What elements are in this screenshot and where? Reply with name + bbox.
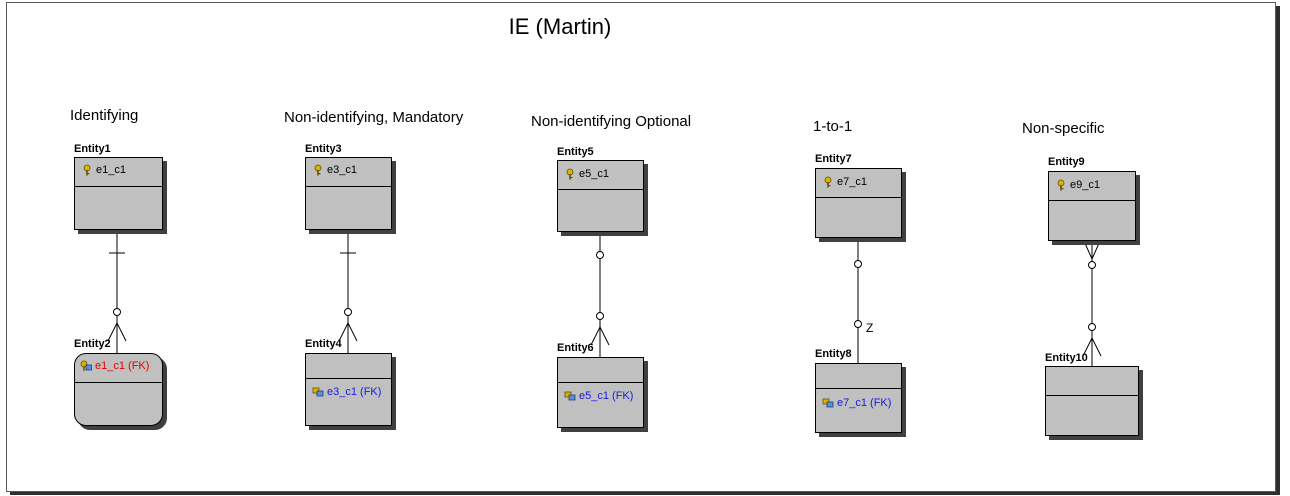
entity6-attribute-label: e5_c1 (FK)	[579, 390, 634, 402]
relationship-non-identifying-mandatory[interactable]	[338, 230, 358, 353]
entity7-key-area: e7_c1	[816, 169, 901, 198]
section-label-one-to-one: 1-to-1	[813, 118, 853, 135]
entity10-key-area	[1046, 367, 1138, 396]
section-label-identifying: Identifying	[70, 107, 139, 124]
entity3-box[interactable]: e3_c1	[305, 157, 392, 230]
primary-key-icon	[83, 164, 91, 176]
entity8-box[interactable]: e7_c1 (FK)	[815, 363, 902, 433]
entity6-attribute[interactable]: e5_c1 (FK)	[564, 390, 633, 402]
relationship-non-specific[interactable]	[1082, 240, 1102, 366]
entity1-name: Entity1	[74, 143, 111, 155]
entity6-key-area	[558, 358, 643, 383]
section-label-non-specific: Non-specific	[1022, 120, 1105, 137]
canvas-shadow-bottom	[10, 492, 1280, 495]
entity4-key-area	[306, 354, 391, 379]
foreign-key-icon	[564, 391, 576, 401]
relationship-identifying[interactable]	[107, 230, 127, 353]
foreign-key-icon	[822, 398, 834, 408]
entity3-attribute-label: e3_c1	[327, 164, 357, 176]
entity5-key-area: e5_c1	[558, 161, 643, 190]
entity1-attribute[interactable]: e1_c1	[81, 164, 126, 176]
entity10-box[interactable]	[1045, 366, 1139, 436]
entity5-box[interactable]: e5_c1	[557, 160, 644, 232]
primary-foreign-key-icon	[80, 360, 92, 371]
entity9-name: Entity9	[1048, 156, 1085, 168]
foreign-key-icon	[312, 387, 324, 397]
entity8-name: Entity8	[815, 348, 852, 360]
entity8-key-area	[816, 364, 901, 389]
entity4-attribute-label: e3_c1 (FK)	[327, 386, 382, 398]
primary-key-icon	[824, 176, 832, 188]
entity5-attribute-label: e5_c1	[579, 168, 609, 180]
one-to-one-cardinality-label: Z	[866, 321, 874, 335]
entity7-attribute[interactable]: e7_c1	[822, 176, 867, 188]
entity7-box[interactable]: e7_c1	[815, 168, 902, 238]
entity9-key-area: e9_c1	[1049, 172, 1135, 201]
relationship-non-identifying-optional[interactable]	[590, 232, 610, 357]
primary-key-icon	[566, 168, 574, 180]
entity2-box[interactable]: e1_c1 (FK)	[74, 353, 163, 426]
entity2-name: Entity2	[74, 338, 111, 350]
entity7-attribute-label: e7_c1	[837, 176, 867, 188]
entity5-name: Entity5	[557, 146, 594, 158]
entity1-key-area: e1_c1	[75, 158, 162, 187]
section-label-non-identifying-mandatory: Non-identifying, Mandatory	[284, 109, 464, 126]
entity5-attribute[interactable]: e5_c1	[564, 168, 609, 180]
entity7-name: Entity7	[815, 153, 852, 165]
entity1-attribute-label: e1_c1	[96, 164, 126, 176]
entity8-attribute-label: e7_c1 (FK)	[837, 397, 892, 409]
entity6-box[interactable]: e5_c1 (FK)	[557, 357, 644, 428]
primary-key-icon	[1057, 179, 1065, 191]
entity3-attribute[interactable]: e3_c1	[312, 164, 357, 176]
entity9-attribute-label: e9_c1	[1070, 179, 1100, 191]
entity4-box[interactable]: e3_c1 (FK)	[305, 353, 392, 426]
canvas-shadow-right	[1276, 6, 1280, 494]
primary-key-icon	[314, 164, 322, 176]
entity8-attribute[interactable]: e7_c1 (FK)	[822, 397, 891, 409]
entity3-name: Entity3	[305, 143, 342, 155]
entity4-name: Entity4	[305, 338, 342, 350]
entity9-attribute[interactable]: e9_c1	[1055, 179, 1100, 191]
entity4-attribute[interactable]: e3_c1 (FK)	[312, 386, 381, 398]
entity10-name: Entity10	[1045, 352, 1088, 364]
entity2-attribute-label: e1_c1 (FK)	[95, 360, 150, 372]
entity2-key-area: e1_c1 (FK)	[75, 354, 162, 383]
entity1-box[interactable]: e1_c1	[74, 157, 163, 230]
entity3-key-area: e3_c1	[306, 158, 391, 187]
entity6-name: Entity6	[557, 342, 594, 354]
section-label-non-identifying-optional: Non-identifying Optional	[531, 113, 692, 130]
entity2-attribute[interactable]: e1_c1 (FK)	[80, 360, 149, 372]
relationship-one-to-one[interactable]	[854, 238, 862, 363]
entity9-box[interactable]: e9_c1	[1048, 171, 1136, 241]
diagram-title: IE (Martin)	[508, 14, 612, 39]
